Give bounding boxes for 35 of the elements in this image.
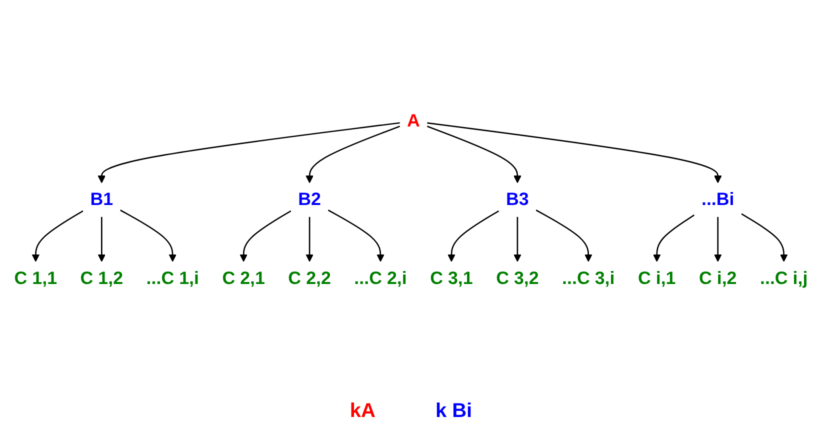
arrow — [306, 216, 314, 262]
arrow — [240, 210, 292, 262]
node-text: C 3,2 — [496, 268, 539, 289]
arrow — [652, 214, 695, 262]
arrow — [448, 210, 500, 262]
arrow — [741, 213, 788, 262]
arrow — [32, 210, 84, 262]
note-text: kA — [350, 400, 376, 424]
node-text: C 1,2 — [80, 268, 124, 289]
node-text: ...C 1,i — [146, 268, 199, 289]
node-text: ...C 3,i — [562, 268, 615, 289]
node-text: C 1,1 — [14, 268, 58, 289]
arrow — [426, 126, 522, 184]
node-text: C i,1 — [638, 268, 676, 289]
node-text: B3 — [506, 190, 529, 210]
node-text: C 3,1 — [430, 268, 473, 289]
arrow — [536, 210, 592, 262]
arrow — [714, 216, 722, 262]
node-text: C 2,2 — [288, 268, 331, 289]
arrow — [98, 216, 106, 262]
node-text: C i,2 — [698, 268, 737, 289]
node-text: B1 — [90, 190, 114, 210]
node-text: C 2,1 — [222, 268, 265, 289]
note-text: k Bi — [435, 400, 472, 424]
arrow — [120, 210, 177, 262]
node-text: ...C 2,i — [354, 268, 407, 289]
node-text: B2 — [298, 190, 321, 210]
arrow — [306, 126, 400, 184]
node-text: ...C i,j — [760, 268, 808, 289]
node-text: ...Bi — [701, 190, 734, 210]
arrow — [427, 122, 722, 184]
arrow — [328, 210, 384, 262]
arrow — [514, 216, 522, 262]
node-text: A — [407, 111, 420, 132]
arrow — [98, 122, 400, 184]
